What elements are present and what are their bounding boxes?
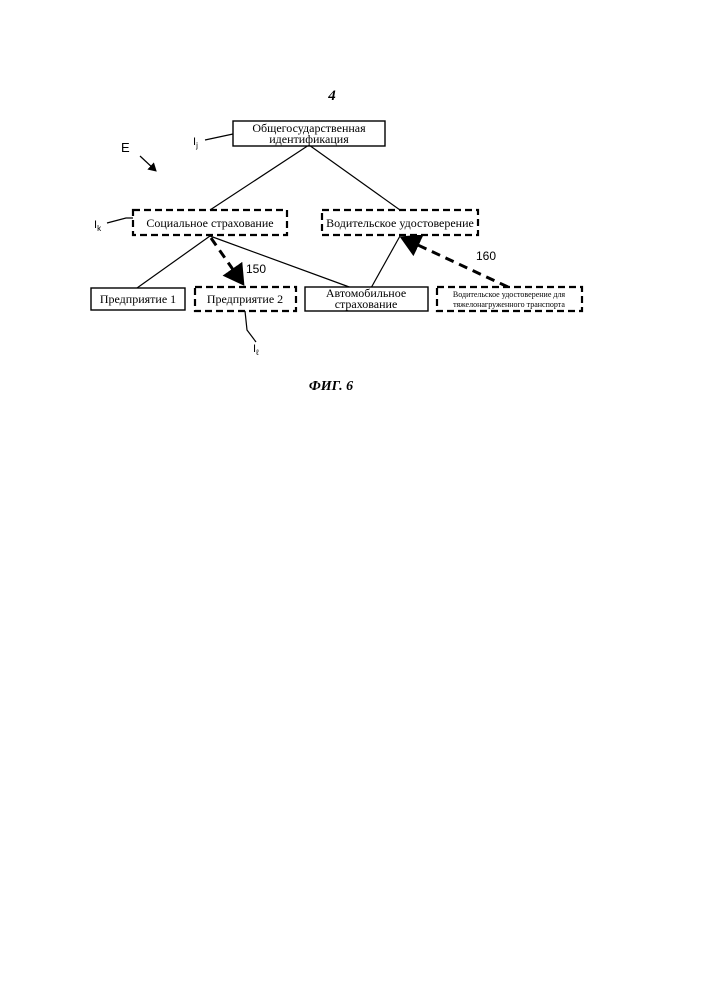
node-enterprise2-label: Предприятие 2 xyxy=(207,292,283,306)
label-ik: Ik xyxy=(94,219,102,233)
node-drivers-license-label: Водительское удостоверение xyxy=(326,216,474,230)
node-heavy-license-line2: тяжелонагруженного транспорта xyxy=(453,300,565,309)
label-il-leader xyxy=(245,311,256,342)
label-e-arrow xyxy=(140,156,155,170)
label-ik-leader xyxy=(107,218,133,223)
node-social-insurance-label: Социальное страхование xyxy=(146,216,273,230)
edge-license-auto xyxy=(371,236,400,288)
node-auto-insurance-line2: страхование xyxy=(335,297,398,311)
node-enterprise1-label: Предприятие 1 xyxy=(100,292,176,306)
arrow-150 xyxy=(211,238,241,281)
edge-national-license xyxy=(309,145,400,210)
edge-social-auto xyxy=(210,236,352,288)
node-national-id-line2: идентификация xyxy=(269,132,349,146)
label-ij-leader xyxy=(205,134,233,140)
node-heavy-license-line1: Водительское удостоверение для xyxy=(453,290,566,299)
arrow-150-label: 150 xyxy=(246,262,266,276)
arrow-160-label: 160 xyxy=(476,249,496,263)
label-e: E xyxy=(121,140,130,155)
figure-caption: ФИГ. 6 xyxy=(309,379,353,394)
arrow-160 xyxy=(405,239,508,287)
edge-social-enterprise1 xyxy=(137,236,210,288)
page-number: 4 xyxy=(327,88,336,104)
edge-national-social xyxy=(210,145,309,210)
label-il: Iℓ xyxy=(253,343,259,357)
label-ij: Ij xyxy=(193,136,198,150)
